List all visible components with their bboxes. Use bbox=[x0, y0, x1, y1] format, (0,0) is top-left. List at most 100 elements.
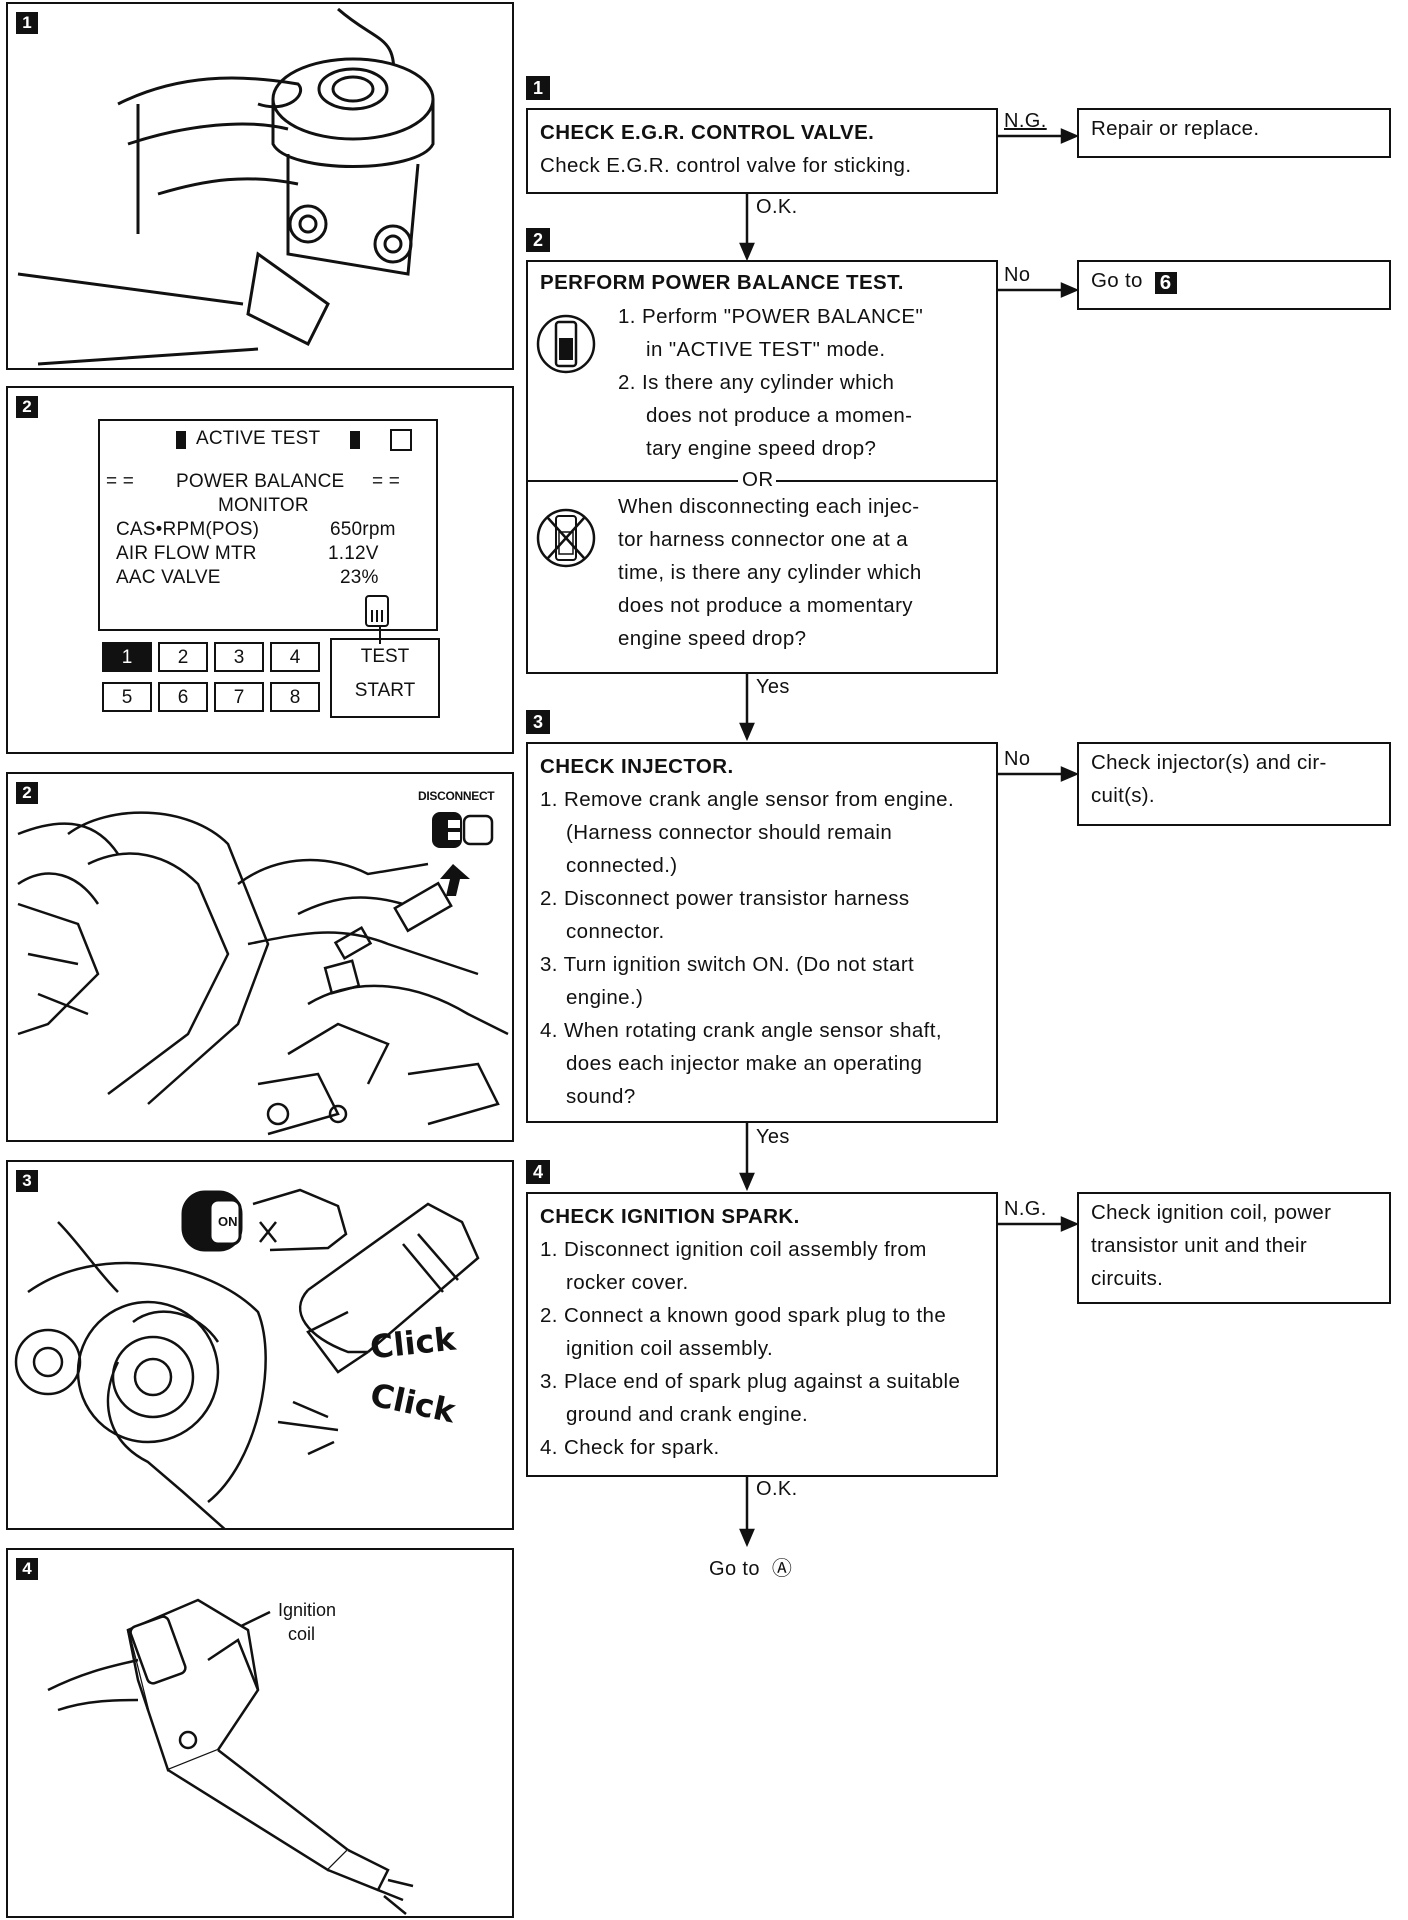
final-go-to-symbol: Ⓐ bbox=[771, 1556, 793, 1580]
key-2[interactable]: 2 bbox=[158, 642, 208, 672]
step-4-title: CHECK IGNITION SPARK. bbox=[540, 1205, 800, 1228]
or-divider-right bbox=[776, 480, 996, 482]
engine-drawing bbox=[17, 811, 509, 1136]
panel-badge: 3 bbox=[16, 1170, 38, 1192]
step-4-item: 4. Check for spark. bbox=[540, 1436, 720, 1459]
step-3-title: CHECK INJECTOR. bbox=[540, 755, 734, 778]
go-to-text: Go to bbox=[1091, 269, 1143, 292]
step-1-text: Check E.G.R. control valve for sticking. bbox=[540, 154, 912, 177]
start-label: START bbox=[354, 680, 416, 701]
step-3-list: 1. Remove crank angle sensor from engine… bbox=[540, 783, 984, 1113]
step-3-yes-label: Yes bbox=[756, 1126, 790, 1148]
key-5[interactable]: 5 bbox=[102, 682, 152, 712]
step-1-title: CHECK E.G.R. CONTROL VALVE. bbox=[540, 121, 875, 144]
step-4-item: 1. Disconnect ignition coil assembly fro… bbox=[540, 1238, 927, 1294]
step-badge-4: 4 bbox=[526, 1160, 550, 1184]
screen-row-label: CAS•RPM(POS) bbox=[116, 519, 260, 540]
screen-header-1: POWER BALANCE bbox=[176, 471, 345, 492]
on-label: ON bbox=[218, 1214, 238, 1229]
key-6[interactable]: 6 bbox=[158, 682, 208, 712]
ignition-coil-drawing bbox=[47, 1598, 414, 1915]
key-7[interactable]: 7 bbox=[214, 682, 264, 712]
panel-badge: 4 bbox=[16, 1558, 38, 1580]
double-line-left: = = bbox=[106, 471, 135, 492]
step-2-alt-line: engine speed drop? bbox=[618, 627, 807, 650]
step-2-alt-line: time, is there any cylinder which bbox=[618, 561, 922, 584]
disconnect-label: DISCONNECT bbox=[418, 789, 495, 803]
step-1-ok-label: O.K. bbox=[756, 196, 798, 218]
ignition-key-icon bbox=[181, 1190, 243, 1252]
panel-badge: 2 bbox=[16, 782, 38, 804]
step-2-no-label: No bbox=[1004, 264, 1031, 286]
step-2-title: PERFORM POWER BALANCE TEST. bbox=[540, 271, 904, 294]
or-label: OR bbox=[742, 468, 774, 491]
step-2-alt-line: tor harness connector one at a bbox=[618, 528, 909, 551]
step-3-no-result: Check injector(s) and cir- cuit(s). bbox=[1077, 742, 1391, 826]
illustration-egr-valve: 1 bbox=[6, 2, 514, 370]
step-3-item: 1. Remove crank angle sensor from engine… bbox=[540, 788, 955, 877]
consult-tester-icon bbox=[536, 314, 596, 374]
screen-row-value: 1.12V bbox=[328, 543, 379, 564]
step-2-no-result: Go to 6 bbox=[1077, 260, 1391, 310]
step-3-no-label: No bbox=[1004, 748, 1031, 770]
checkbox-icon bbox=[390, 429, 412, 451]
step-2-consult-line: does not produce a momen- bbox=[646, 404, 913, 427]
test-start-button[interactable]: TEST START bbox=[330, 638, 440, 718]
step-4-box: CHECK IGNITION SPARK. 1. Disconnect igni… bbox=[526, 1192, 998, 1477]
illustration-ignition-coil: 4 Ignition coil bbox=[6, 1548, 514, 1918]
step-1-box: CHECK E.G.R. CONTROL VALVE. Check E.G.R.… bbox=[526, 108, 998, 194]
final-go-to: Go to Ⓐ bbox=[709, 1552, 792, 1581]
step-4-item: 2. Connect a known good spark plug to th… bbox=[540, 1304, 947, 1360]
or-divider-left bbox=[528, 480, 738, 482]
step-3-item: 4. When rotating crank angle sensor shaf… bbox=[540, 1019, 942, 1108]
step-3-item: 2. Disconnect power transistor harness c… bbox=[540, 887, 910, 943]
no-tester-icon bbox=[536, 508, 596, 568]
key-8[interactable]: 8 bbox=[270, 682, 320, 712]
crank-sensor-drawing bbox=[14, 1188, 480, 1528]
step-6-badge: 6 bbox=[1154, 272, 1177, 294]
step-badge-2: 2 bbox=[526, 228, 550, 252]
coil-label-2: coil bbox=[288, 1624, 316, 1644]
illustration-injector-disconnect: 2 DISCONNECT bbox=[6, 772, 514, 1142]
step-2-consult-line: 2. Is there any cylinder which bbox=[618, 371, 895, 394]
panel-badge: 1 bbox=[16, 12, 38, 34]
screen-row-label: AIR FLOW MTR bbox=[116, 543, 257, 564]
panel-badge: 2 bbox=[16, 396, 38, 418]
test-label: TEST bbox=[360, 646, 410, 667]
step-2-yes-label: Yes bbox=[756, 676, 790, 698]
step-4-ng-result: Check ignition coil, power transistor un… bbox=[1077, 1192, 1391, 1304]
step-3-box: CHECK INJECTOR. 1. Remove crank angle se… bbox=[526, 742, 998, 1123]
black-square-icon bbox=[176, 431, 186, 449]
step-badge-1: 1 bbox=[526, 76, 550, 100]
black-square-icon bbox=[350, 431, 360, 449]
illustration-crank-angle-sensor: 3 ON Click Click bbox=[6, 1160, 514, 1530]
consult-display: ACTIVE TEST = = POWER BALANCE = = MONITO… bbox=[98, 419, 438, 631]
finger-pointer-icon bbox=[365, 595, 389, 644]
screen-title: ACTIVE TEST bbox=[196, 428, 321, 449]
screen-row-value: 23% bbox=[340, 567, 379, 588]
step-4-item: 3. Place end of spark plug against a sui… bbox=[540, 1370, 961, 1426]
step-2-alt-line: does not produce a momentary bbox=[618, 594, 913, 617]
egr-valve-drawing bbox=[17, 7, 435, 366]
key-3[interactable]: 3 bbox=[214, 642, 264, 672]
step-2-alt-line: When disconnecting each injec- bbox=[618, 495, 920, 518]
step-3-item: 3. Turn ignition switch ON. (Do not star… bbox=[540, 953, 915, 1009]
step-4-ok-label: O.K. bbox=[756, 1478, 798, 1500]
step-2-consult-line: tary engine speed drop? bbox=[646, 437, 877, 460]
key-1[interactable]: 1 bbox=[102, 642, 152, 672]
screen-header-2: MONITOR bbox=[218, 495, 309, 516]
step-2-consult-line: in "ACTIVE TEST" mode. bbox=[646, 338, 886, 361]
step-1-ng-result: Repair or replace. bbox=[1077, 108, 1391, 158]
double-line-right: = = bbox=[372, 471, 401, 492]
coil-label-1: Ignition bbox=[278, 1600, 337, 1620]
step-2-consult-line: 1. Perform "POWER BALANCE" bbox=[618, 305, 924, 328]
screen-row-value: 650rpm bbox=[330, 519, 396, 540]
step-1-ng-label: N.G. bbox=[1004, 110, 1047, 132]
key-4[interactable]: 4 bbox=[270, 642, 320, 672]
step-badge-3: 3 bbox=[526, 710, 550, 734]
step-4-list: 1. Disconnect ignition coil assembly fro… bbox=[540, 1233, 984, 1464]
step-4-ng-label: N.G. bbox=[1004, 1198, 1047, 1220]
screen-row-label: AAC VALVE bbox=[116, 567, 221, 588]
disconnect-connector-icon bbox=[432, 812, 494, 896]
